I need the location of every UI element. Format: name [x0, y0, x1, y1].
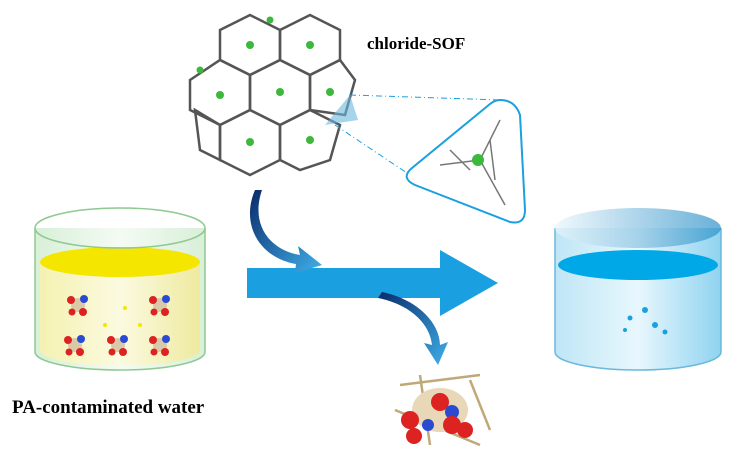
blue-water-surface	[558, 250, 718, 280]
sof-framework	[188, 13, 357, 177]
clean-water-beaker	[554, 208, 722, 371]
zoom-line	[334, 124, 411, 176]
process-arrow	[247, 250, 498, 316]
host-guest-complex	[394, 373, 492, 447]
chloride-sof-label: chloride-SOF	[367, 34, 466, 53]
yellow-water-surface	[40, 247, 200, 277]
zoom-line	[349, 94, 501, 101]
chloride-binding-inset	[405, 98, 527, 224]
adsorption-arrow	[249, 190, 322, 273]
chloride-ion	[472, 154, 484, 166]
picric-acid-molecules	[64, 295, 170, 356]
pa-contaminated-water-label: PA-contaminated water	[12, 397, 205, 418]
contaminated-beaker	[34, 207, 206, 371]
binding-arrow	[378, 292, 448, 365]
